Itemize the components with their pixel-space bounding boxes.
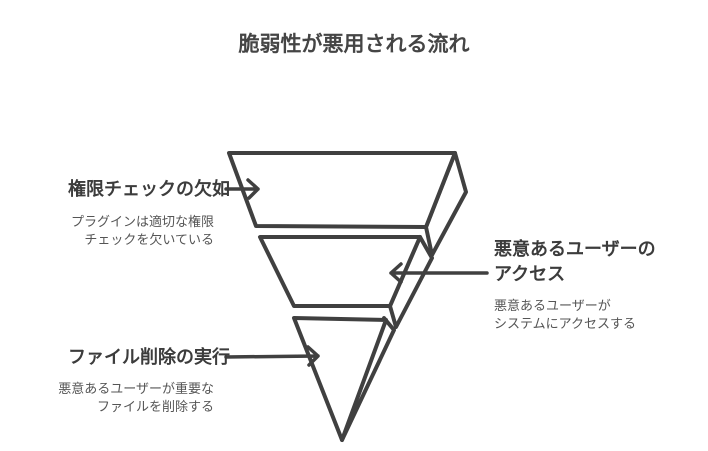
funnel-tier-2 bbox=[258, 235, 422, 308]
stage-1-description-line: チェックを欠いている bbox=[84, 233, 214, 248]
stage-1-description-line: プラグインは適切な権限 bbox=[70, 215, 214, 230]
stage-3-description-line: 悪意あるユーザーが重要な bbox=[58, 382, 214, 397]
stage-3-description: 悪意あるユーザーが重要な ファイルを削除する bbox=[58, 381, 214, 417]
stage-2-description-line: システムにアクセスする bbox=[494, 317, 636, 332]
funnel-tier-3 bbox=[292, 316, 388, 442]
stage-2-description-line: 悪意あるユーザーが bbox=[494, 299, 611, 314]
stage-2-label-line: 悪意あるユーザーの bbox=[494, 239, 656, 260]
arrow-stage-3 bbox=[224, 345, 320, 367]
arrow-stage-2 bbox=[389, 262, 489, 284]
stage-2-label-line: アクセス bbox=[494, 264, 566, 285]
stage-2-label: 悪意あるユーザーの アクセス bbox=[494, 237, 656, 287]
stage-2-description: 悪意あるユーザーが システムにアクセスする bbox=[494, 298, 636, 334]
arrow-stage-1 bbox=[224, 178, 260, 200]
diagram-title: 脆弱性が悪用される流れ bbox=[238, 32, 470, 56]
stage-1-label: 権限チェックの欠如 bbox=[68, 179, 230, 200]
stage-1-description: プラグインは適切な権限 チェックを欠いている bbox=[71, 214, 214, 250]
funnel-tier-1 bbox=[227, 151, 457, 229]
stage-3-description-line: ファイルを削除する bbox=[96, 400, 214, 415]
stage-3-label: ファイル削除の実行 bbox=[68, 347, 230, 368]
